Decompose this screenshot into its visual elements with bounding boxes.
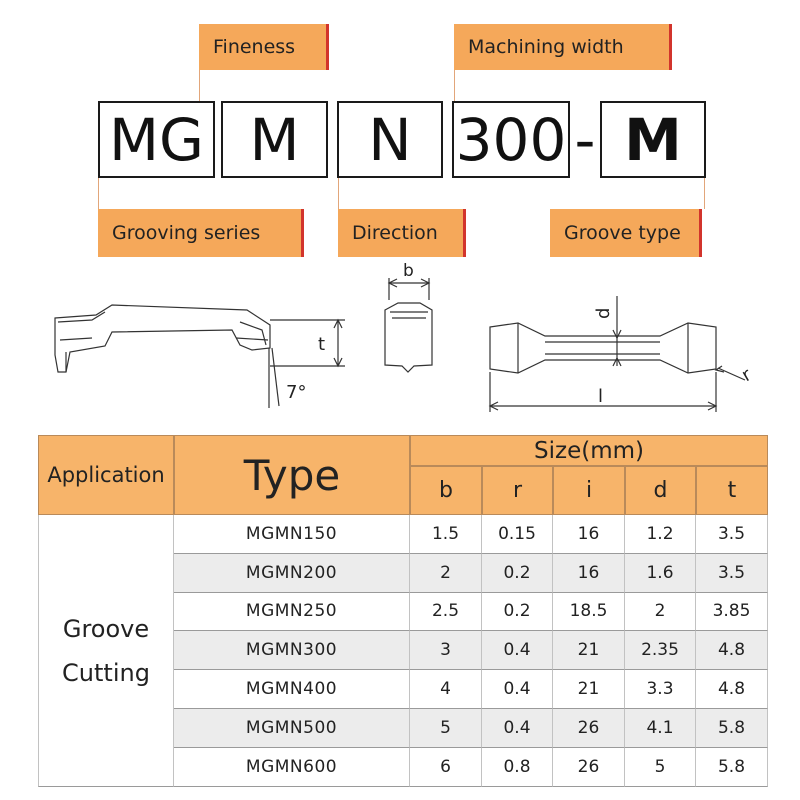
table-cell-type: MGMN600 xyxy=(174,747,410,787)
t-dimension-label: t xyxy=(318,334,325,355)
table-cell-d: 1.2 xyxy=(625,515,696,554)
table-cell-r: 0.4 xyxy=(482,631,553,671)
top-view-drawing xyxy=(488,296,746,412)
code-segment-groove-type: M xyxy=(600,101,706,178)
table-cell-i: 21 xyxy=(553,670,625,709)
application-line-2: Cutting xyxy=(62,658,150,687)
code-segment-machining-width: 300 xyxy=(452,101,570,178)
code-segment-fineness: M xyxy=(221,101,328,178)
table-cell-i: 16 xyxy=(553,515,625,554)
label-grooving-series: Grooving series xyxy=(98,209,304,257)
label-groove-type: Groove type xyxy=(550,209,702,257)
table-cell-r: 0.8 xyxy=(482,747,553,787)
table-cell-type: MGMN300 xyxy=(174,631,410,671)
table-cell-d: 4.1 xyxy=(625,709,696,748)
application-header: Application xyxy=(38,435,174,515)
table-cell-type: MGMN200 xyxy=(174,553,410,593)
label-direction: Direction xyxy=(338,209,466,257)
table-cell-type: MGMN500 xyxy=(174,709,410,748)
table-cell-i: 16 xyxy=(553,553,625,593)
table-cell-b: 1.5 xyxy=(410,515,482,554)
side-view-drawing xyxy=(54,304,345,408)
table-cell-d: 2 xyxy=(625,592,696,632)
table-cell-d: 5 xyxy=(625,747,696,787)
code-separator: - xyxy=(574,105,596,174)
table-cell-i: 18.5 xyxy=(553,592,625,632)
code-segment-grooving-series: MG xyxy=(98,101,215,178)
b-dimension-label: b xyxy=(403,261,414,281)
table-cell-b: 6 xyxy=(410,747,482,787)
table-cell-d: 1.6 xyxy=(625,553,696,593)
table-cell-t: 3.5 xyxy=(696,553,768,593)
column-header-i: i xyxy=(553,466,625,515)
application-cell: Groove Cutting xyxy=(38,515,174,787)
table-cell-b: 5 xyxy=(410,709,482,748)
table-cell-b: 2 xyxy=(410,553,482,593)
connector-machining-width xyxy=(454,70,455,101)
table-cell-r: 0.15 xyxy=(482,515,553,554)
table-cell-type: MGMN400 xyxy=(174,670,410,709)
connector-grooving-series xyxy=(98,178,99,209)
table-cell-b: 4 xyxy=(410,670,482,709)
l-dimension-label: l xyxy=(598,386,603,407)
application-line-1: Groove xyxy=(62,614,150,643)
table-cell-t: 3.5 xyxy=(696,515,768,554)
table-cell-t: 4.8 xyxy=(696,670,768,709)
column-header-r: r xyxy=(482,466,553,515)
label-fineness: Fineness xyxy=(199,24,329,70)
table-cell-b: 3 xyxy=(410,631,482,671)
table-cell-r: 0.4 xyxy=(482,709,553,748)
connector-groove-type xyxy=(704,178,705,209)
connector-direction xyxy=(338,178,339,209)
table-cell-r: 0.2 xyxy=(482,592,553,632)
table-cell-t: 3.85 xyxy=(696,592,768,632)
table-cell-i: 26 xyxy=(553,747,625,787)
front-view-drawing xyxy=(384,278,433,373)
table-cell-d: 3.3 xyxy=(625,670,696,709)
d-dimension-label: d xyxy=(593,308,614,319)
type-header: Type xyxy=(174,435,410,515)
insert-technical-drawing: t 7° b d l r xyxy=(54,261,756,412)
r-dimension-label: r xyxy=(738,364,755,386)
table-cell-i: 26 xyxy=(553,709,625,748)
column-header-d: d xyxy=(625,466,696,515)
table-cell-b: 2.5 xyxy=(410,592,482,632)
column-header-b: b xyxy=(410,466,482,515)
angle-label: 7° xyxy=(286,382,306,403)
table-cell-t: 5.8 xyxy=(696,747,768,787)
table-cell-d: 2.35 xyxy=(625,631,696,671)
code-segment-direction: N xyxy=(337,101,443,178)
table-cell-t: 4.8 xyxy=(696,631,768,671)
column-header-t: t xyxy=(696,466,768,515)
table-cell-r: 0.2 xyxy=(482,553,553,593)
table-cell-r: 0.4 xyxy=(482,670,553,709)
table-cell-type: MGMN150 xyxy=(174,515,410,554)
connector-fineness xyxy=(199,70,200,101)
table-cell-type: MGMN250 xyxy=(174,592,410,632)
label-machining-width: Machining width xyxy=(454,24,672,70)
table-cell-t: 5.8 xyxy=(696,709,768,748)
table-cell-i: 21 xyxy=(553,631,625,671)
size-header: Size(mm) xyxy=(410,435,768,466)
